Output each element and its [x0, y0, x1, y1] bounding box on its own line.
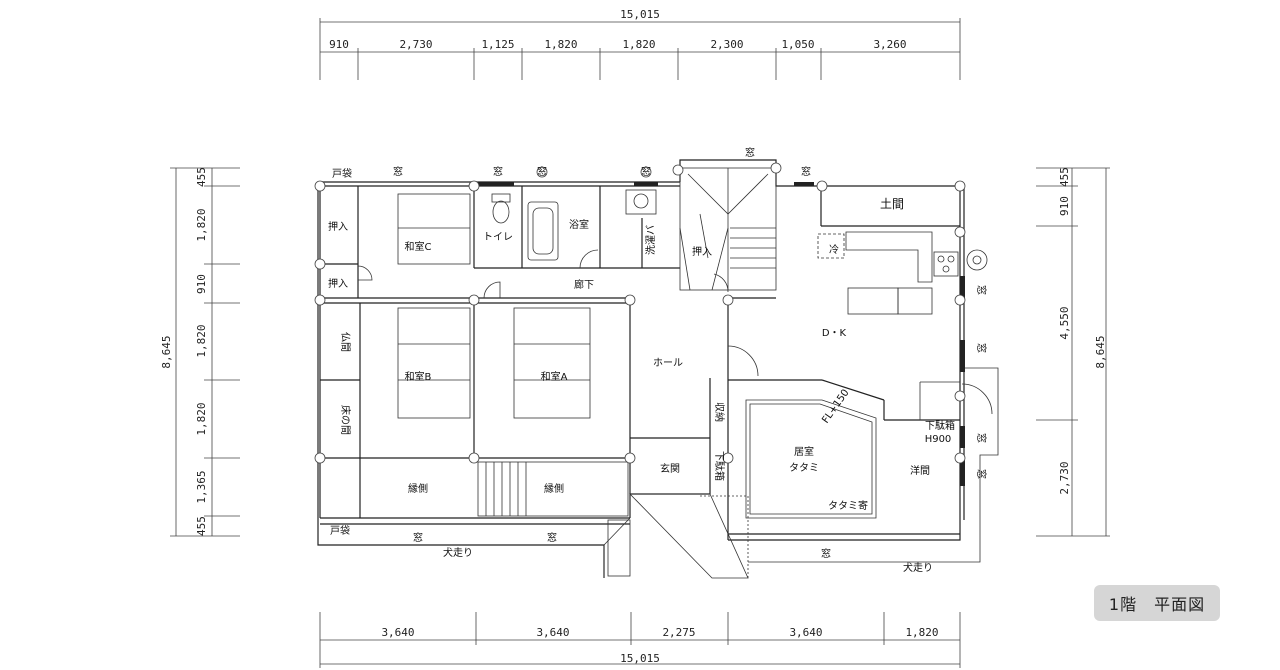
label-bath: 浴室 [569, 218, 589, 231]
label-kyoshitsu: 居室 [794, 445, 814, 458]
label-window-12: 窓 [547, 531, 557, 544]
label-window-11: 窓 [413, 531, 423, 544]
left-dim-2: 1,820 [195, 208, 208, 241]
top-total-dimension: 15,015 [620, 8, 660, 21]
bottom-dim-5: 1,820 [905, 626, 938, 639]
label-engawa-1: 縁側 [408, 482, 428, 495]
label-tobukuro-bottom: 戸袋 [330, 524, 350, 537]
label-tatami-yose: タタミ寄 [828, 499, 868, 512]
bottom-dim-1: 3,640 [381, 626, 414, 639]
bottom-dimension-lines [319, 612, 961, 668]
bottom-dim-4: 3,640 [789, 626, 822, 639]
top-dim-3: 1,125 [481, 38, 514, 51]
label-oshiire-stair: 押入 [692, 245, 712, 258]
left-total-dimension: 8,645 [160, 335, 173, 368]
label-shuno: 収納 [713, 402, 726, 422]
right-dim-4: 2,730 [1058, 461, 1071, 494]
label-window-2: 窓 [493, 165, 503, 178]
right-dim-2: 910 [1058, 196, 1071, 216]
label-washitsu-b: 和室B [405, 370, 432, 383]
doors [357, 249, 993, 415]
kitchen-counter [817, 231, 959, 315]
left-dim-1: 455 [195, 167, 208, 187]
right-dimension-lines [1036, 167, 1110, 537]
bottom-dim-3: 2,275 [662, 626, 695, 639]
label-window-13: 窓 [821, 547, 831, 560]
left-dim-4: 1,820 [195, 324, 208, 357]
tatami-room-raised [745, 399, 877, 519]
label-tokonoma: 床の間 [339, 405, 352, 435]
tatami-grid [397, 193, 591, 419]
top-dim-5: 1,820 [622, 38, 655, 51]
left-dim-6: 1,365 [195, 470, 208, 503]
label-senmen: 洗濯バ [645, 225, 657, 255]
window-markers [478, 182, 965, 486]
bathtub [527, 201, 559, 261]
top-dim-6: 2,300 [710, 38, 743, 51]
label-window-8: 窓 [975, 343, 988, 353]
label-window-7: 窓 [975, 285, 988, 295]
label-window-3: 窓 [537, 165, 547, 178]
exterior-walls [317, 159, 999, 578]
left-dim-3: 910 [195, 274, 208, 294]
label-inubashiri-2: 犬走り [903, 561, 933, 574]
top-dim-4: 1,820 [544, 38, 577, 51]
floor-title-badge: 1階 平面図 [1094, 585, 1220, 621]
label-washitsu-a: 和室A [541, 370, 568, 383]
label-inubashiri-1: 犬走り [443, 546, 473, 559]
washbasin [625, 189, 657, 215]
exterior-unit [966, 249, 988, 271]
label-washitsu-c: 和室C [405, 240, 432, 253]
label-oshiire-2: 押入 [328, 277, 348, 290]
left-dimension-lines [170, 167, 240, 537]
label-rei: 冷 [829, 243, 839, 256]
label-engawa-2: 縁側 [544, 482, 564, 495]
grid-markers [314, 162, 966, 464]
label-window-4: 窓 [641, 165, 651, 178]
label-butsuma: 仏間 [339, 332, 351, 352]
right-dim-1: 455 [1058, 167, 1071, 187]
interior-walls [320, 186, 960, 540]
label-rouka: 廊下 [574, 278, 594, 291]
left-dim-5: 1,820 [195, 402, 208, 435]
label-dk: D・K [822, 328, 847, 339]
right-total-dimension: 8,645 [1094, 335, 1107, 368]
top-dim-8: 3,260 [873, 38, 906, 51]
label-doma: 土間 [880, 197, 904, 211]
label-h900: H900 [925, 434, 952, 445]
top-dim-2: 2,730 [399, 38, 432, 51]
label-tobukuro-top: 戸袋 [332, 167, 352, 180]
label-window-10: 窓 [975, 469, 988, 479]
label-oshiire-1: 押入 [328, 220, 348, 233]
label-genkan: 玄関 [660, 462, 680, 475]
left-dim-7: 455 [195, 516, 208, 536]
label-window-1: 窓 [393, 165, 403, 178]
label-window-5: 窓 [745, 146, 755, 159]
bottom-total-dimension: 15,015 [620, 652, 660, 665]
label-fl: FL+150 [820, 388, 851, 426]
label-toilet: トイレ [483, 232, 513, 243]
toilet-fixture [491, 193, 511, 224]
label-tatami: タタミ [789, 462, 819, 474]
bottom-dim-2: 3,640 [536, 626, 569, 639]
label-getabako-2: 下駄箱 [925, 419, 955, 432]
top-dimension-lines [319, 18, 961, 80]
label-window-9: 窓 [975, 433, 988, 443]
label-youma: 洋間 [910, 464, 930, 477]
label-hall: ホール [653, 357, 683, 369]
entry-ramp [607, 493, 749, 579]
right-dim-3: 4,550 [1058, 306, 1071, 339]
top-dim-7: 1,050 [781, 38, 814, 51]
staircase [679, 167, 777, 291]
label-window-6: 窓 [801, 165, 811, 178]
top-dim-1: 910 [329, 38, 349, 51]
label-getabako-1: 下駄箱 [713, 451, 726, 481]
engawa-flooring [477, 461, 629, 517]
